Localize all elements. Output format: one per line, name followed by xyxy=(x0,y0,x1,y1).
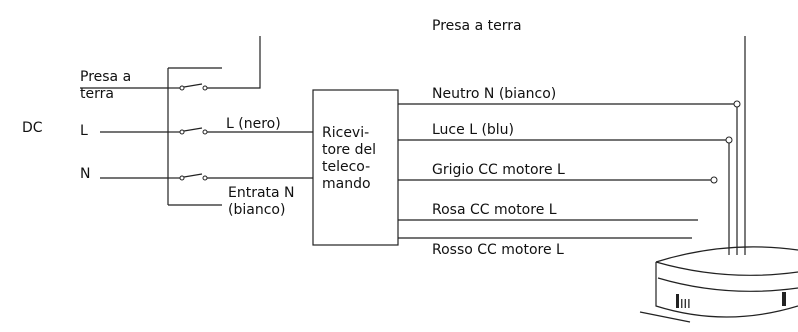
switch-label-neutral-in-line2: (bianco) xyxy=(228,202,285,218)
input-label-ground-line2: terra xyxy=(80,86,114,102)
receiver-label-line4: mando xyxy=(322,176,371,192)
output-terminal-neutral xyxy=(733,100,741,108)
source-label-dc: DC xyxy=(22,120,43,136)
switch-contact-line xyxy=(168,127,208,135)
input-label-line: L xyxy=(80,123,88,139)
fixture-mark: III xyxy=(680,297,691,311)
output-terminal-grey xyxy=(710,176,718,184)
output-label-light: Luce L (blu) xyxy=(432,122,514,138)
output-label-neutral: Neutro N (bianco) xyxy=(432,86,556,102)
output-label-grey: Grigio CC motore L xyxy=(432,162,565,178)
receiver-box xyxy=(312,89,399,246)
switch-label-neutral-in-line1: Entrata N xyxy=(228,185,295,201)
receiver-label-line1: Ricevi- xyxy=(322,125,369,141)
input-label-ground-line1: Presa a xyxy=(80,69,131,85)
output-label-pink: Rosa CC motore L xyxy=(432,202,557,218)
top-ground-label: Presa a terra xyxy=(432,18,522,34)
input-label-neutral: N xyxy=(80,166,90,182)
switch-contact-ground xyxy=(168,83,208,91)
switch-block xyxy=(167,67,222,206)
switch-contact-neutral xyxy=(168,173,208,181)
output-label-red: Rosso CC motore L xyxy=(432,242,564,258)
output-terminal-light xyxy=(725,136,733,144)
ground-wire-up xyxy=(207,36,261,89)
fixture-motor-housing xyxy=(639,246,798,323)
switch-label-line-out: L (nero) xyxy=(226,116,281,132)
receiver-label-line3: teleco- xyxy=(322,159,370,175)
receiver-label-line2: tore del xyxy=(322,142,376,158)
